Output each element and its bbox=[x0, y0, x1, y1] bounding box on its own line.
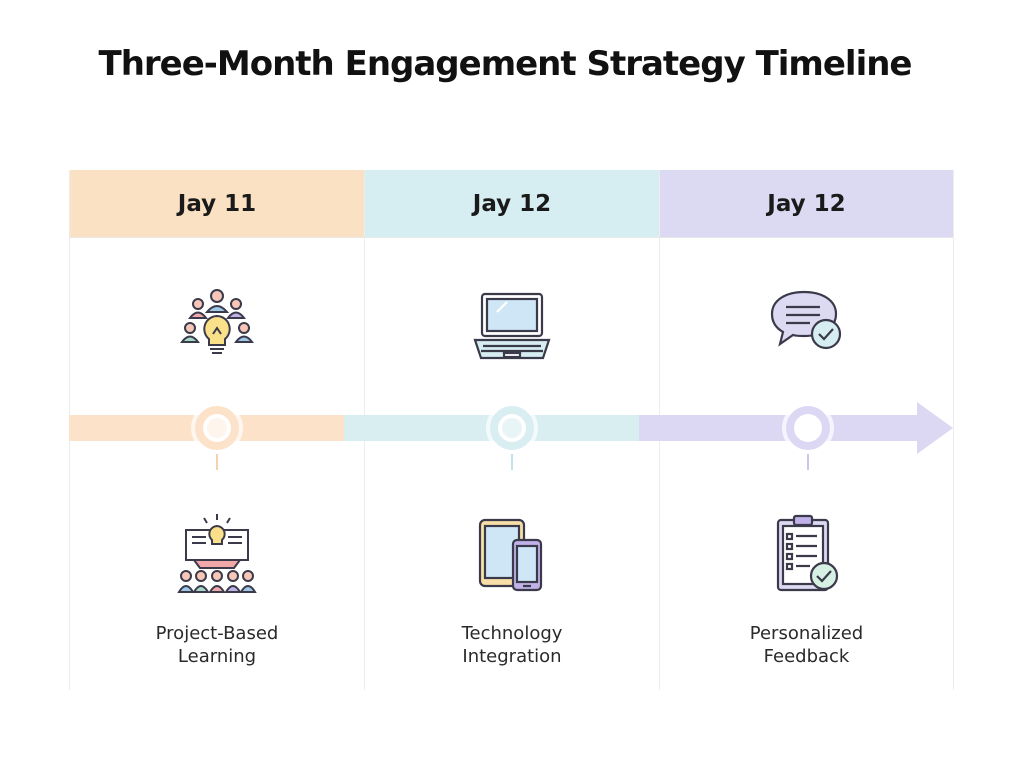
stage-label-2-line1: Technology bbox=[461, 623, 563, 644]
team-lightbulb-icon bbox=[172, 282, 262, 372]
timeline-arrowhead bbox=[917, 402, 953, 454]
timeline-node-1 bbox=[191, 402, 243, 454]
stage-label-1: Project-Based Learning bbox=[70, 622, 364, 668]
stage-label-3: Personalized Feedback bbox=[660, 622, 953, 668]
stage-label-2-line2: Integration bbox=[462, 646, 562, 667]
stage-header-2: Jay 12 bbox=[365, 170, 659, 238]
laptop-icon bbox=[467, 282, 557, 372]
tablet-phone-icon bbox=[467, 510, 557, 600]
timeline-node-3 bbox=[782, 402, 834, 454]
timeline-connectors bbox=[216, 454, 809, 470]
timeline-band-3 bbox=[639, 415, 919, 441]
stage-label-1-line1: Project-Based bbox=[155, 623, 279, 644]
stage-header-3: Jay 12 bbox=[660, 170, 953, 238]
timeline-node-2 bbox=[486, 402, 538, 454]
timeline-board: Jay 11 bbox=[69, 170, 955, 690]
stage-label-3-line2: Feedback bbox=[763, 646, 850, 667]
timeline-arrow bbox=[69, 402, 953, 470]
chat-check-icon bbox=[762, 282, 852, 372]
checklist-clipboard-icon bbox=[762, 510, 852, 600]
stage-header-1: Jay 11 bbox=[70, 170, 364, 238]
stage-column-2: Jay 12 bbox=[364, 170, 659, 690]
page-title: Three-Month Engagement Strategy Timeline bbox=[98, 44, 913, 84]
stage-label-1-line2: Learning bbox=[177, 646, 257, 667]
stage-column-1: Jay 11 bbox=[69, 170, 364, 690]
presentation-audience-icon bbox=[172, 510, 262, 600]
stage-label-3-line1: Personalized bbox=[749, 623, 864, 644]
stage-column-3: Jay 12 bbox=[659, 170, 954, 690]
stage-label-2: Technology Integration bbox=[365, 622, 659, 668]
